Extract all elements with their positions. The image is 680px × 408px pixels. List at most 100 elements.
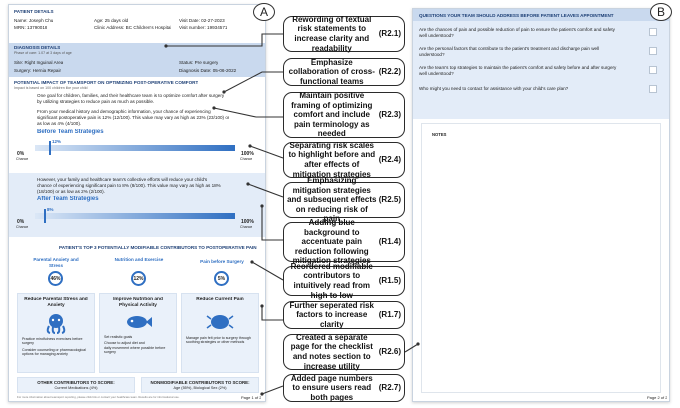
other-contributors-item: Current Medications (4%)	[54, 385, 98, 390]
annotation-2-tag: (R2.2)	[378, 67, 401, 77]
after-risk-scale	[35, 213, 235, 219]
site-value: Right Inguinal Area	[24, 60, 64, 65]
question-4-checkbox[interactable]	[649, 85, 657, 93]
age-row: Age: 25 days old	[94, 18, 128, 24]
before-scale-min-sub: Chance	[16, 157, 29, 161]
question-1: Are the chances of pain and possible red…	[419, 27, 615, 38]
clinic-row: Clinic Address: BC Children's Hospital	[94, 25, 171, 31]
question-1-checkbox[interactable]	[649, 28, 657, 36]
annotation-5-tag: (R2.5)	[378, 195, 401, 205]
contributors-heading: PATIENT'S TOP 3 POTENTIALLY MODIFIABLE C…	[59, 245, 257, 250]
strategy-1-bullet-2: Consider counseling or pharmacological o…	[22, 347, 86, 357]
question-2: Are the personal factors that contribute…	[419, 46, 600, 57]
connector-4-dot	[248, 144, 252, 148]
diagnosis-heading: DIAGNOSIS DETAILS	[14, 45, 61, 50]
clinic-label: Clinic Address:	[94, 25, 125, 30]
questions-panel	[413, 21, 669, 119]
connector-5-dot	[246, 182, 250, 186]
surgery-value: Hernia Repair	[32, 68, 61, 73]
site-row: Site: Right Inguinal Area	[14, 60, 63, 66]
page1-number: Page 1 of 2	[241, 395, 262, 400]
notes-area[interactable]: NOTES	[421, 123, 661, 393]
connector-10	[261, 385, 284, 395]
impact-subtext: Impact is based on 100 children like you…	[14, 86, 88, 90]
annotation-10-text: Added page numbers to ensure users read …	[290, 373, 373, 402]
after-strategies-panel	[9, 173, 265, 237]
visit-number-value: 19934571	[207, 25, 228, 30]
annotation-1: Rewording of textual risk statements to …	[283, 15, 405, 53]
connector-7	[251, 261, 284, 281]
question-2-checkbox[interactable]	[649, 47, 657, 55]
before-strategies-title: Before Team Strategies	[37, 129, 104, 135]
surgery-label: Surgery:	[14, 68, 32, 73]
surgery-row: Surgery: Hernia Repair	[14, 68, 61, 74]
annotation-8: Further seperated risk factors to increa…	[283, 301, 405, 329]
status-row: Status: Pre surgery	[179, 60, 218, 66]
annotation-7-text: Reordered modifiable contributors to int…	[290, 261, 373, 300]
connector-1	[166, 33, 283, 47]
annotation-9-tag: (R2.6)	[378, 347, 401, 357]
contributor-2-gauge: 12%	[131, 271, 146, 286]
contributor-1-value: 46%	[50, 275, 61, 282]
after-scale-min-sub: Chance	[16, 225, 29, 229]
goal-line-1: One goal for children, families, and the…	[37, 93, 225, 98]
risk-line-1: From your medical history and demographi…	[37, 109, 211, 114]
before-value: 12%	[52, 139, 62, 144]
connector-3-dot	[212, 106, 216, 110]
connector-6-dot	[260, 204, 264, 208]
site-label: Site:	[14, 60, 24, 65]
annotation-3: Maintain positive framing of optimizing …	[283, 91, 405, 138]
visit-number-label: Visit number:	[179, 25, 206, 30]
connector-10-dot	[260, 392, 264, 396]
clinic-value: BC Children's Hospital	[125, 25, 172, 30]
bug-icon	[206, 314, 234, 329]
question-4: Who might you need to contact for assist…	[419, 86, 569, 91]
annotation-10: Added page numbers to ensure users read …	[283, 374, 405, 402]
diagnosis-panel	[9, 43, 265, 77]
before-marker	[49, 141, 51, 155]
strategy-2-bullet-3: daily movement where possible before sur…	[104, 345, 166, 355]
annotation-6-text: Adding blue background to accentuate pai…	[292, 218, 371, 266]
connector-4	[249, 145, 284, 159]
strategy-2-bullet-2: Choose to adjust diet and	[104, 341, 145, 346]
after-scale-max-sub: Chance	[240, 225, 253, 229]
badge-b: B	[650, 3, 672, 21]
annotation-9: Created a separate page for the checklis…	[283, 332, 405, 371]
notes-label: NOTES	[432, 132, 447, 137]
name-row: Name: Joseph Chu	[14, 18, 53, 24]
connector-9-dot	[416, 342, 420, 346]
annotation-8-text: Further seperated risk factors to increa…	[289, 300, 374, 329]
goal-line-2: by utilizing strategies to reduce pain a…	[37, 99, 155, 104]
annotation-2-text: Emphasize collaboration of cross-functio…	[288, 57, 375, 86]
contributor-3-label: Pain before Surgery	[200, 259, 244, 264]
badge-a: A	[253, 3, 275, 21]
after-line-3: (18/100) or as low as 2% (2/100).	[37, 189, 105, 194]
other-contributors-title: OTHER CONTRIBUTORS TO SCORE:	[37, 380, 115, 385]
nonmodifiable-contributors-box: NONMODIFIABLE CONTRIBUTORS TO SCORE: Age…	[141, 377, 259, 393]
questions-heading: QUESTIONS YOUR TEAM SHOULD ADDRESS BEFOR…	[419, 13, 614, 18]
annotation-6-tag: (R1.4)	[378, 237, 401, 247]
diagnosis-subtext: Phase of care: 1.07 at 3 days of age	[14, 51, 72, 55]
annotation-4: Separating risk scales to highlight befo…	[283, 141, 405, 179]
page2-number: Page 2 of 2	[647, 395, 668, 400]
annotation-10-tag: (R2.7)	[378, 383, 401, 393]
name-label: Name:	[14, 18, 28, 23]
question-3-checkbox[interactable]	[649, 66, 657, 74]
visit-date-value: 02-27-2023	[201, 18, 225, 23]
connector-2-dot	[222, 90, 226, 94]
mrn-value: 13790018	[27, 25, 48, 30]
visit-date-label: Visit Date:	[179, 18, 200, 23]
annotation-3-tag: (R2.3)	[378, 110, 401, 120]
fish-icon	[127, 315, 152, 328]
question-3: Are the team's top strategies to maintai…	[419, 65, 617, 76]
contributor-1-gauge: 46%	[48, 271, 63, 286]
annotation-9-text: Created a separate page for the checklis…	[290, 332, 373, 371]
connector-7-dot	[250, 260, 254, 264]
contributor-3-gauge: 5%	[214, 271, 229, 286]
visit-number-row: Visit number: 19934571	[179, 25, 227, 31]
visit-date-row: Visit Date: 02-27-2023	[179, 18, 225, 24]
strategy-2-bullet-1: Set realistic goals	[104, 334, 133, 339]
connector-1-dot	[164, 44, 168, 48]
status-value: Pre surgery	[194, 60, 219, 65]
